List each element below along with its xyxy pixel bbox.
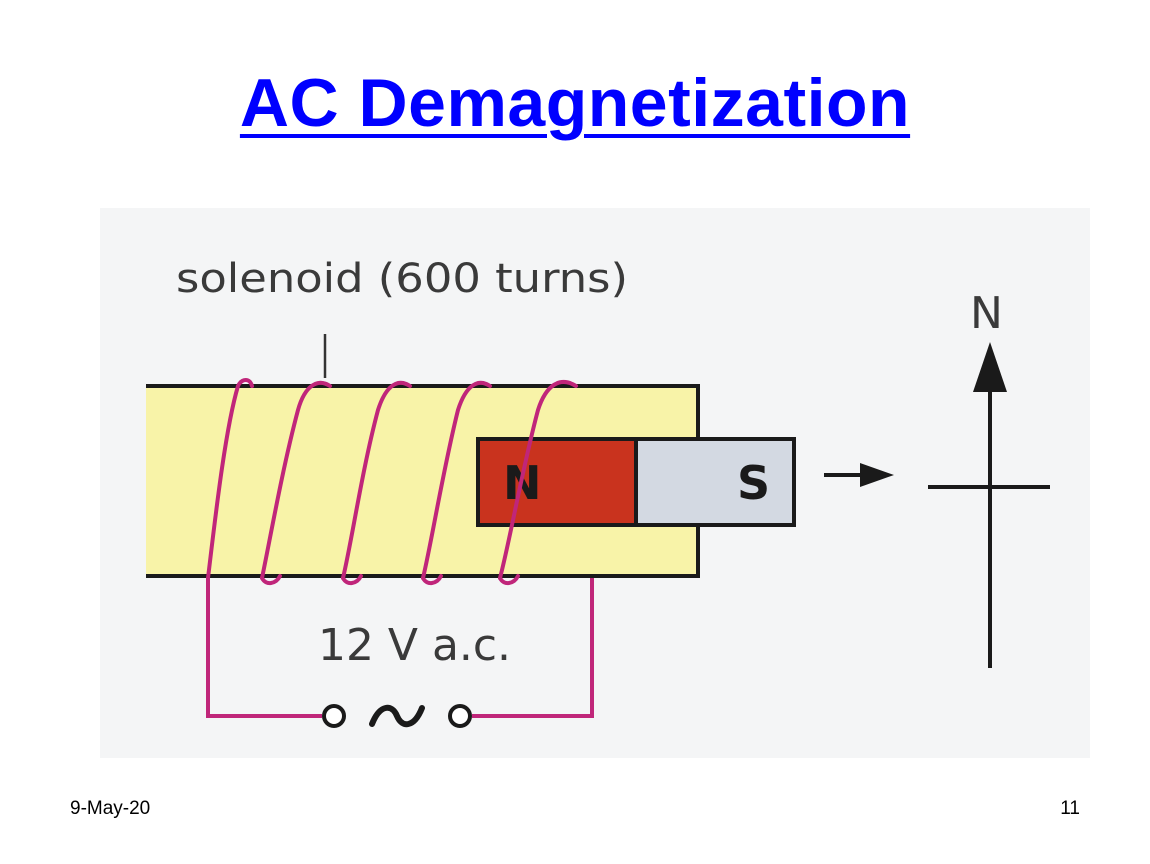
magnet-south-pole <box>636 439 794 525</box>
solenoid-label: solenoid (600 turns) <box>176 256 628 302</box>
supply-label: 12 V a.c. <box>318 620 511 671</box>
compass-north-label: N <box>970 288 1003 339</box>
terminal-left <box>322 704 346 728</box>
supply-circuit <box>206 578 594 718</box>
coil-return-4 <box>498 574 520 585</box>
supply-wire-left <box>206 578 322 718</box>
slide-date: 9-May-20 <box>70 798 151 819</box>
coil-turn-2 <box>260 380 332 580</box>
coil-turn-3 <box>341 380 412 580</box>
terminal-right <box>448 704 472 728</box>
coil-return-3 <box>421 574 443 585</box>
coil-turn-4 <box>421 380 492 580</box>
compass-arrow-head <box>973 342 1007 392</box>
slide-title: AC Demagnetization <box>239 65 911 141</box>
coil-turn-1 <box>206 378 254 580</box>
slide-page-number: 11 <box>1060 798 1080 819</box>
coil-turn-5 <box>498 380 578 580</box>
coil-return-1 <box>260 574 282 585</box>
coil-return-2 <box>341 574 363 585</box>
magnet-south-label: S <box>737 456 770 510</box>
supply-wire-right <box>472 578 594 718</box>
motion-arrow-head <box>860 463 894 487</box>
magnet-north-pole <box>478 439 636 525</box>
coil-windings <box>206 378 578 585</box>
ac-symbol <box>369 704 425 728</box>
